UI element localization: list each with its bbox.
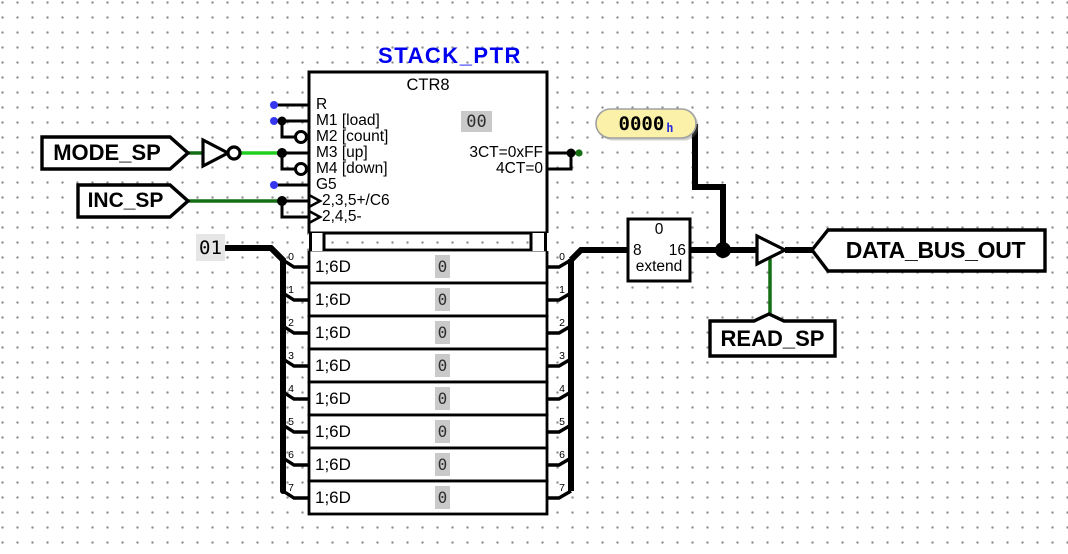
register-rows-block[interactable] [307,248,549,516]
invert-bubble-m4 [294,162,308,176]
counter-body[interactable] [307,70,549,235]
counter-block[interactable] [307,70,549,235]
high-z-dot [270,117,278,125]
bit-number-left: 2 [288,317,294,329]
invert-bubble-m2 [294,130,308,144]
row-d-label: 1;6D [315,455,351,474]
pin-label-4ct: 4CT=0 [496,160,543,177]
pin-label-g5: G5 [316,176,337,193]
pin-label-m4: M4 [down] [316,160,388,177]
wire-probe[interactable] [692,124,726,248]
bit-number-left: 4 [288,383,294,395]
input-label-inc-sp: INC_SP [87,189,164,212]
pin-label-clock1: 2,3,5+/C6 [322,192,390,209]
row-value-badge: 0 [435,321,450,344]
not-gate-triangle[interactable] [201,137,232,169]
extend-right-label: 16 [668,242,686,259]
input-tag-read-sp[interactable] [708,312,837,358]
bus-input-value-badge: 01 [196,234,225,261]
wire-4ct-loop[interactable] [547,153,573,171]
bit-number-right: 2 [559,317,565,329]
bus-input-left[interactable] [223,245,286,494]
junction-dot-large [715,242,731,258]
bit-number-left: 5 [288,416,294,428]
row-value-badge: 0 [435,255,450,278]
row-value-badge: 0 [435,354,450,377]
wire-branch-clock2[interactable] [280,201,309,219]
probe-pill [595,108,699,141]
not-gate[interactable] [201,137,242,169]
pin-label-clock2: 2,4,5- [322,208,362,225]
row-d-label: 1;6D [315,257,351,276]
bus-to-extend[interactable] [568,247,628,263]
bit-number-right: 6 [559,449,565,461]
row-d-label: 1;6D [315,290,351,309]
bit-number-left: 7 [288,482,294,494]
bit-number-right: 3 [559,350,565,362]
pin-label-m3: M3 [up] [316,144,368,161]
output-label-data-bus-out: DATA_BUS_OUT [845,237,1026,263]
row-value-badge: 0 [435,288,450,311]
clock-edge-icon [308,193,323,225]
row-d-label: 1;6D [315,488,351,507]
wire-end-low-dot [575,149,583,157]
row-d-label: 1;6D [315,422,351,441]
input-label-read-sp: READ_SP [720,325,825,351]
high-z-dot [270,181,278,189]
pin-label-m1: M1 [load] [316,112,380,129]
bit-number-right: 0 [559,251,565,263]
row-value-badge: 0 [435,420,450,443]
extend-name-label: extend [635,258,683,275]
wire-branch-m4[interactable] [280,153,295,171]
row-value-badge: 0 [435,453,450,476]
pin-label-3ct: 3CT=0xFF [469,144,543,161]
probe-value: 0000 h [596,109,696,138]
junction-dot [277,196,287,206]
wires [186,103,814,500]
counter-type-label: CTR8 [406,75,450,94]
bit-number-left: 1 [288,284,294,296]
extend-left-label: 8 [633,242,642,259]
bus-left-bit-taps[interactable] [282,258,309,500]
row-value-badge: 0 [435,486,450,509]
probe-value-text: 0000 [618,112,665,135]
bit-number-right: 4 [559,383,565,395]
pin-label-r: R [316,96,328,113]
wire-branch-m2[interactable] [280,121,295,139]
tristate-buffer[interactable] [755,233,789,267]
probe-radix: h [666,120,674,135]
counter-value-badge: 00 [461,111,492,132]
input-label-mode-sp: MODE_SP [53,140,161,165]
junction-dot [277,148,287,158]
input-tag-inc-sp[interactable] [76,183,191,219]
bit-number-left: 3 [288,350,294,362]
high-z-dot [270,101,278,109]
bit-number-right: 7 [559,482,565,494]
junction-dot [566,148,576,158]
bit-number-left: 6 [288,449,294,461]
net-dots [270,101,731,258]
pin-label-m2: M2 [count] [316,128,389,145]
component-title: STACK_PTR [378,43,522,68]
junction-dot [277,116,287,126]
block-connector-necks [308,232,549,251]
not-gate-bubble [226,145,242,161]
row-d-label: 1;6D [315,389,351,408]
extend-top-label: 0 [654,221,664,238]
bit-number-right: 5 [559,416,565,428]
bus-right-bit-taps[interactable] [547,258,572,500]
bit-number-right: 1 [559,284,565,296]
bit-number-left: 0 [288,251,294,263]
input-tag-mode-sp[interactable] [40,135,191,171]
row-d-label: 1;6D [315,356,351,375]
output-tag-data-bus-out[interactable] [809,228,1047,273]
row-d-label: 1;6D [315,323,351,342]
row-value-badge: 0 [435,387,450,410]
